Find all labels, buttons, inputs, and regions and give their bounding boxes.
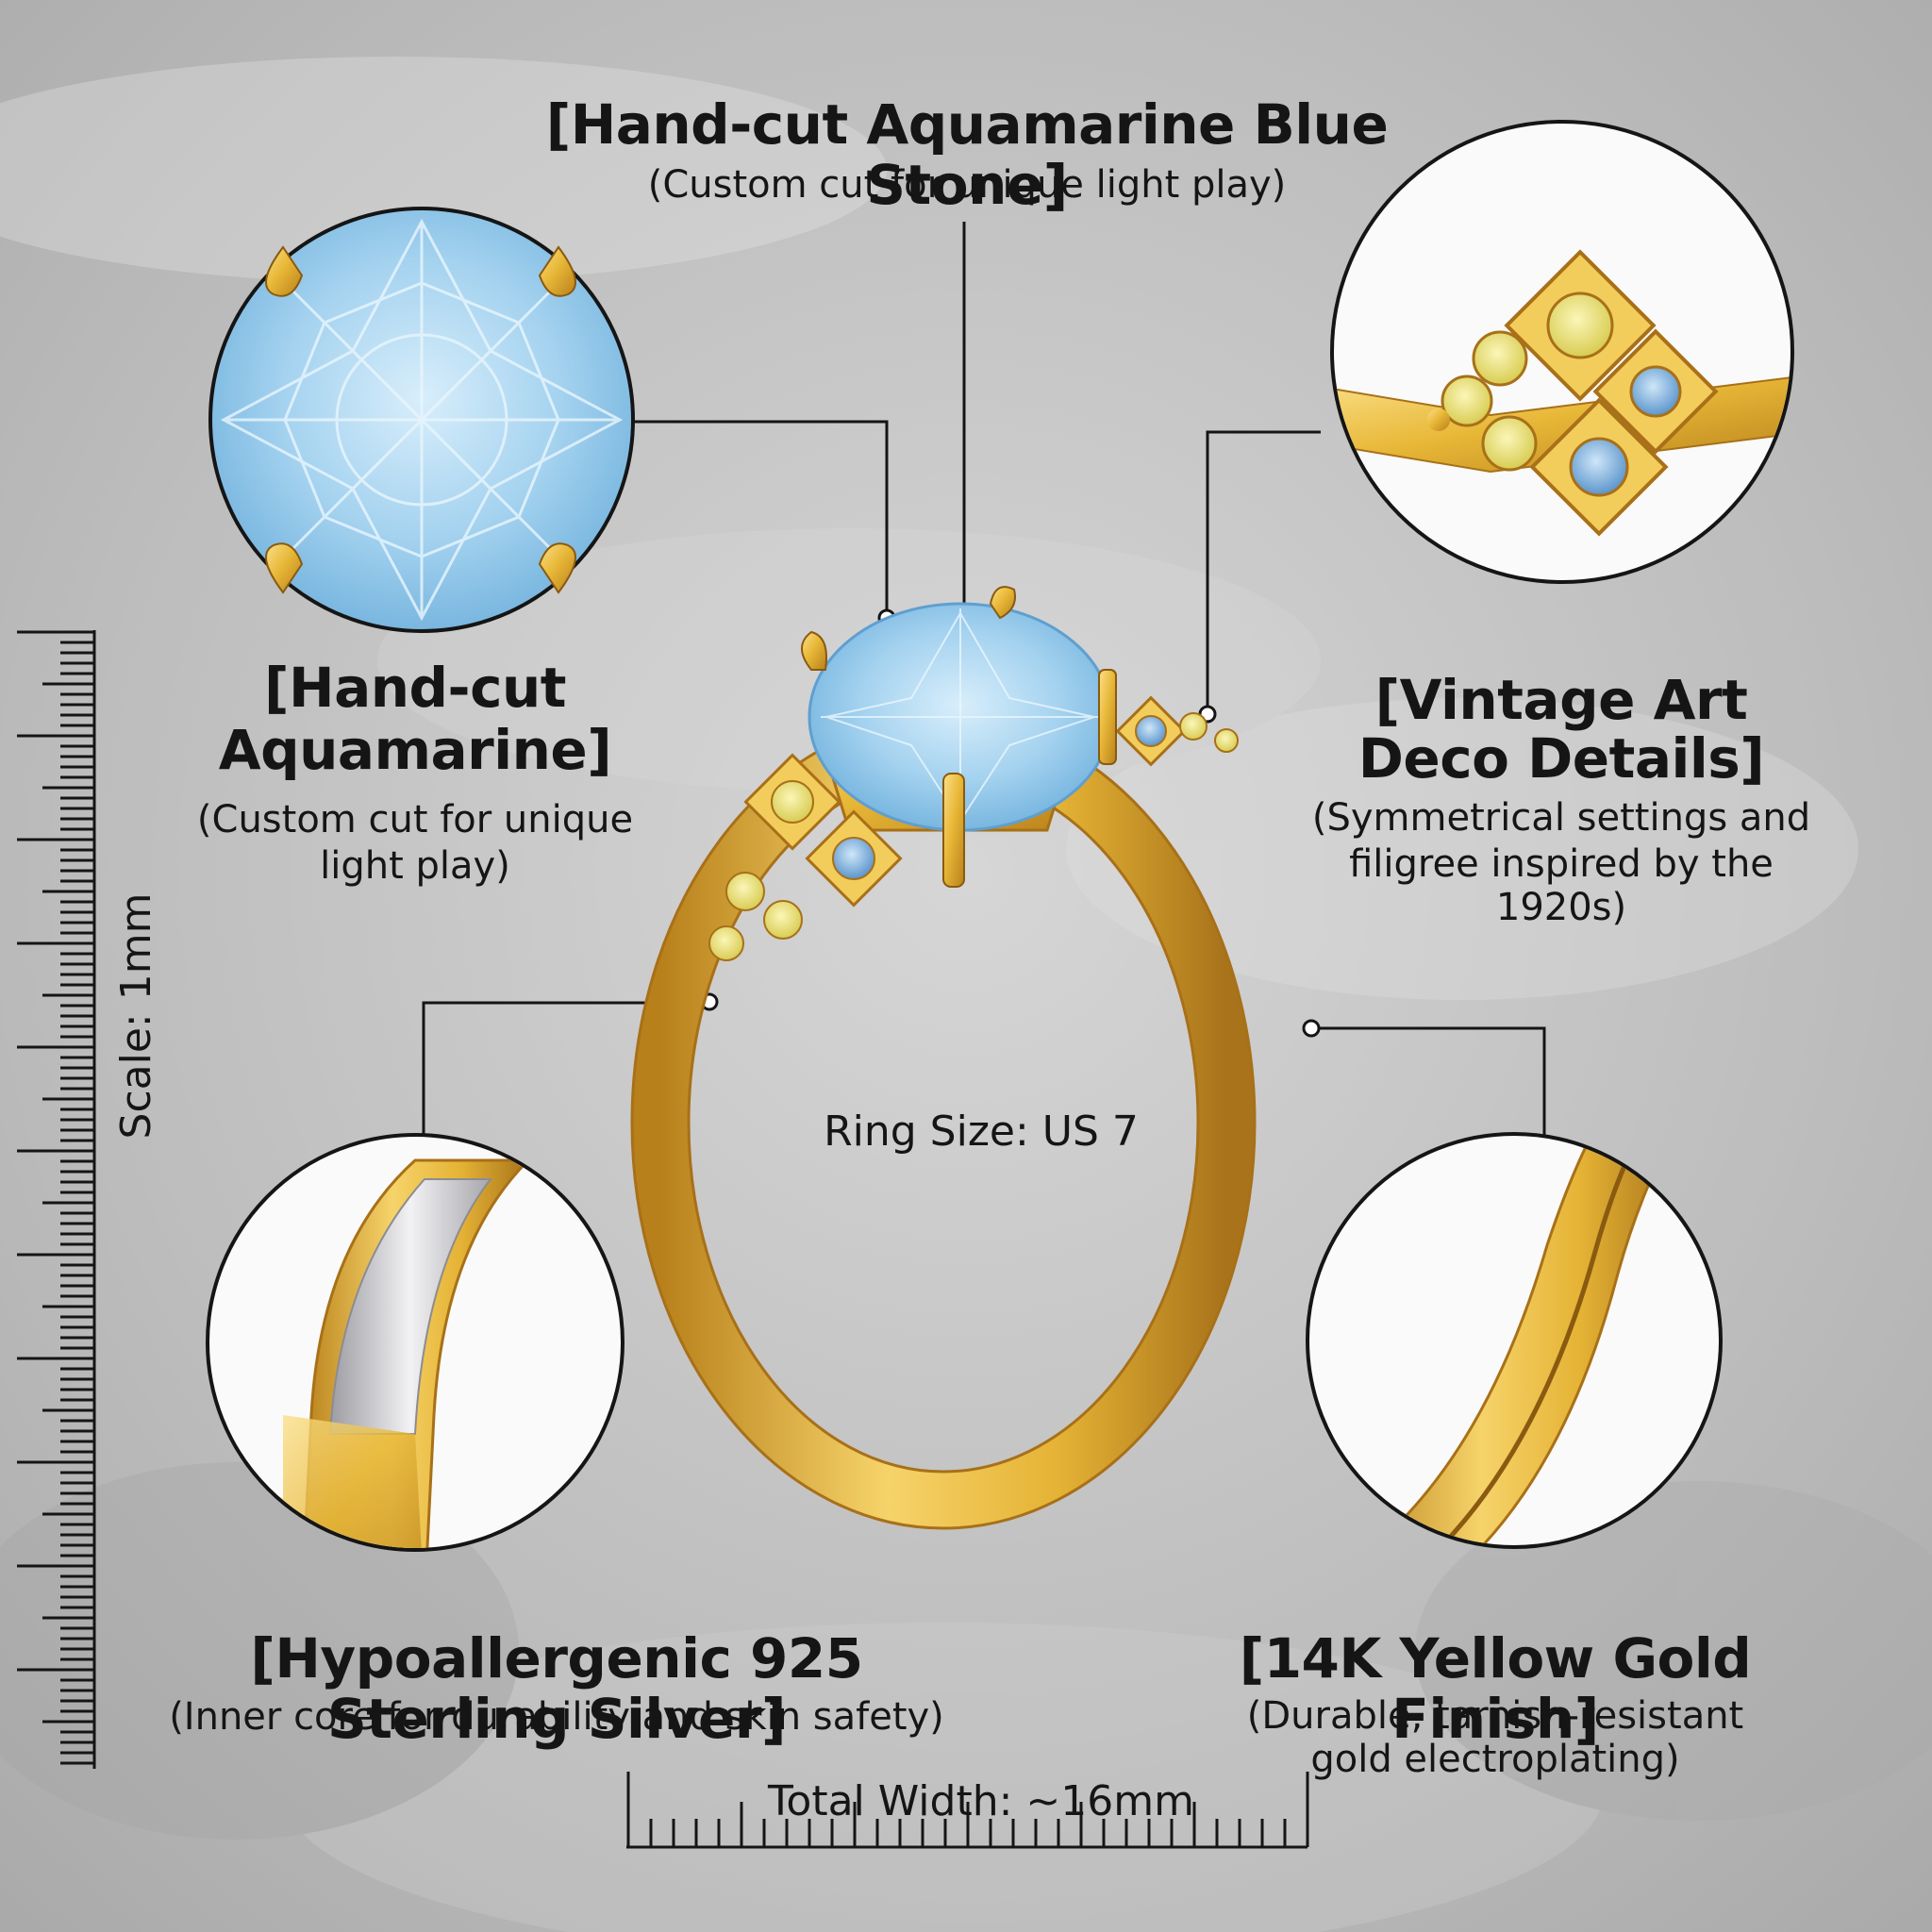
deco-callout-subtitle-line2: filigree inspired by the 1920s) xyxy=(1349,842,1774,929)
ring-illustration xyxy=(630,586,1257,1530)
stone-callout-subtitle-line2: light play) xyxy=(320,844,510,888)
sterling-silver-detail xyxy=(206,1133,625,1552)
gold-finish-detail xyxy=(1306,1132,1723,1549)
top-callout-title: [Hand-cut Aquamarine Blue Stone] xyxy=(545,92,1389,217)
scale-label: Scale: 1mm xyxy=(112,892,160,1140)
gold-callout-subtitle-line1: (Durable, tarnish-resistant xyxy=(1246,1694,1744,1738)
deco-callout-title-line1: [Vintage Art xyxy=(1374,668,1748,732)
stone-callout-title-line1: [Hand-cut xyxy=(264,656,566,720)
gold-callout-title: [14K Yellow Gold Finish] xyxy=(1239,1626,1752,1751)
top-callout-subtitle: (Custom cut for unique light play) xyxy=(647,163,1287,207)
total-width-label: Total Width: ~16mm xyxy=(768,1777,1194,1825)
deco-callout-subtitle-line1: (Symmetrical settings and xyxy=(1311,796,1811,840)
vertical-scale-ruler xyxy=(17,630,96,1769)
leader-lines xyxy=(422,222,1546,1138)
prong-icons xyxy=(265,245,576,594)
aquamarine-stone-detail xyxy=(208,207,635,633)
silver-callout-title: [Hypoallergenic 925 Sterling Silver] xyxy=(250,1626,863,1751)
side-stones xyxy=(708,695,1239,961)
art-deco-detail xyxy=(1330,120,1794,584)
deco-callout-title-line2: Deco Details] xyxy=(1357,726,1765,791)
stone-callout-subtitle-line1: (Custom cut for unique xyxy=(196,798,634,841)
ring-size-label: Ring Size: US 7 xyxy=(824,1108,1139,1156)
ring-prong-icons xyxy=(801,586,1117,888)
gold-callout-subtitle-line2: gold electroplating) xyxy=(1310,1738,1680,1781)
silver-callout-subtitle: (Inner core for durability and skin safe… xyxy=(169,1695,944,1739)
stone-callout-title-line2: Aquamarine] xyxy=(218,718,612,782)
horizontal-width-ruler xyxy=(626,1772,1309,1849)
